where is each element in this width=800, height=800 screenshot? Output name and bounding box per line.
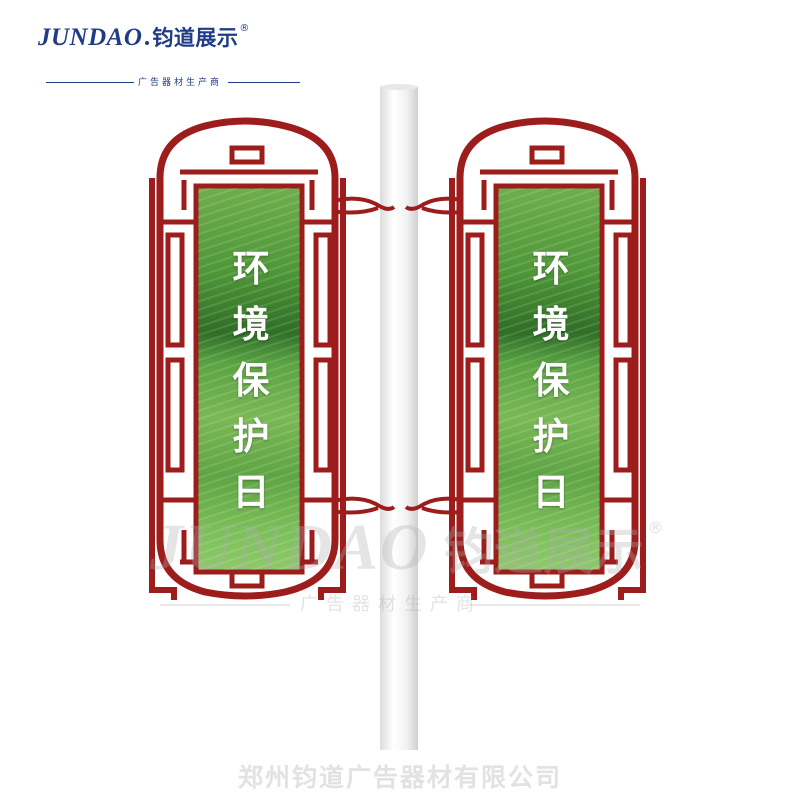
- banner-char: 护: [532, 415, 570, 458]
- logo-divider: [46, 82, 134, 83]
- registered-mark: ®: [239, 23, 250, 34]
- company-name-footer: 郑州钧道广告器材有限公司: [237, 763, 562, 792]
- left-banner-text: 环 境 保 护 日: [221, 250, 281, 530]
- logo-tagline: 广告器材生产商: [138, 78, 223, 88]
- logo-chinese: 钧道展示: [152, 26, 239, 50]
- banner-char: 保: [232, 359, 270, 402]
- banner-char: 日: [232, 471, 270, 514]
- logo-dot: [145, 41, 150, 45]
- right-frame: [449, 117, 646, 600]
- left-frame: [149, 117, 346, 600]
- pole: [380, 86, 418, 750]
- banner-char: 环: [532, 247, 570, 290]
- logo-english: JUNDAO: [38, 24, 143, 51]
- brand-logo: JUNDAO 钧道展示 ® 广告器材生产商: [38, 22, 300, 88]
- logo-divider: [228, 82, 300, 83]
- banner-char: 境: [532, 303, 570, 346]
- banner-char: 境: [232, 303, 270, 346]
- banner-char: 日: [532, 471, 570, 514]
- banner-char: 护: [232, 415, 270, 458]
- banner-char: 环: [232, 247, 270, 290]
- banner-char: 保: [532, 359, 570, 402]
- right-banner-text: 环 境 保 护 日: [521, 250, 581, 530]
